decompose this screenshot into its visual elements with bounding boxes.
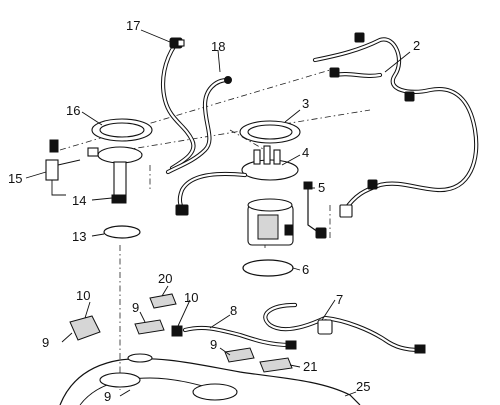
callout-21: 21 — [303, 359, 317, 374]
fuel-pipe-17 — [160, 37, 196, 171]
seal-6 — [242, 259, 294, 277]
callout-18: 18 — [211, 39, 225, 54]
fuel-pipe-18 — [165, 76, 232, 175]
callout-8: 8 — [230, 303, 237, 318]
pipe-8 — [182, 325, 297, 350]
callout-13: 13 — [72, 229, 86, 244]
callout-15: 15 — [8, 171, 22, 186]
heat-shield-9-right — [224, 347, 255, 363]
callout-5: 5 — [318, 180, 325, 195]
sensor-5 — [303, 181, 319, 233]
vent-pipe-7 — [263, 302, 426, 354]
callout-17: 17 — [126, 18, 140, 33]
callout-labels: 2 3 4 5 6 7 8 9 9 9 9 10 10 13 14 15 16 … — [8, 18, 420, 404]
float-arm-15 — [45, 139, 81, 196]
heat-shield-21 — [259, 357, 293, 373]
callout-7: 7 — [336, 292, 343, 307]
lock-ring-3 — [239, 120, 301, 144]
callout-16: 16 — [66, 103, 80, 118]
pump-module-4 — [175, 145, 299, 246]
clip-10 — [171, 325, 183, 337]
callout-4: 4 — [302, 145, 309, 160]
callout-14: 14 — [72, 193, 86, 208]
callout-10-right: 10 — [184, 290, 198, 305]
fuel-sender-14 — [87, 146, 143, 204]
heat-shield-9-mid — [134, 319, 165, 335]
callout-10-left: 10 — [76, 288, 90, 303]
callout-9-left: 9 — [42, 335, 49, 350]
callout-9-right: 9 — [210, 337, 217, 352]
wiring-harness — [312, 32, 479, 239]
lock-ring-16 — [91, 118, 153, 142]
callout-20: 20 — [158, 271, 172, 286]
seal-13 — [103, 225, 141, 239]
callout-9-bottom: 9 — [104, 389, 111, 404]
callout-9-mid: 9 — [132, 300, 139, 315]
callout-2: 2 — [413, 38, 420, 53]
leader-lines — [25, 29, 411, 397]
callout-3: 3 — [302, 96, 309, 111]
callout-6: 6 — [302, 262, 309, 277]
callout-25: 25 — [356, 379, 370, 394]
fuel-tank-25 — [59, 353, 361, 405]
heat-shield-20 — [149, 293, 177, 309]
heat-shield-9-left — [69, 315, 101, 341]
